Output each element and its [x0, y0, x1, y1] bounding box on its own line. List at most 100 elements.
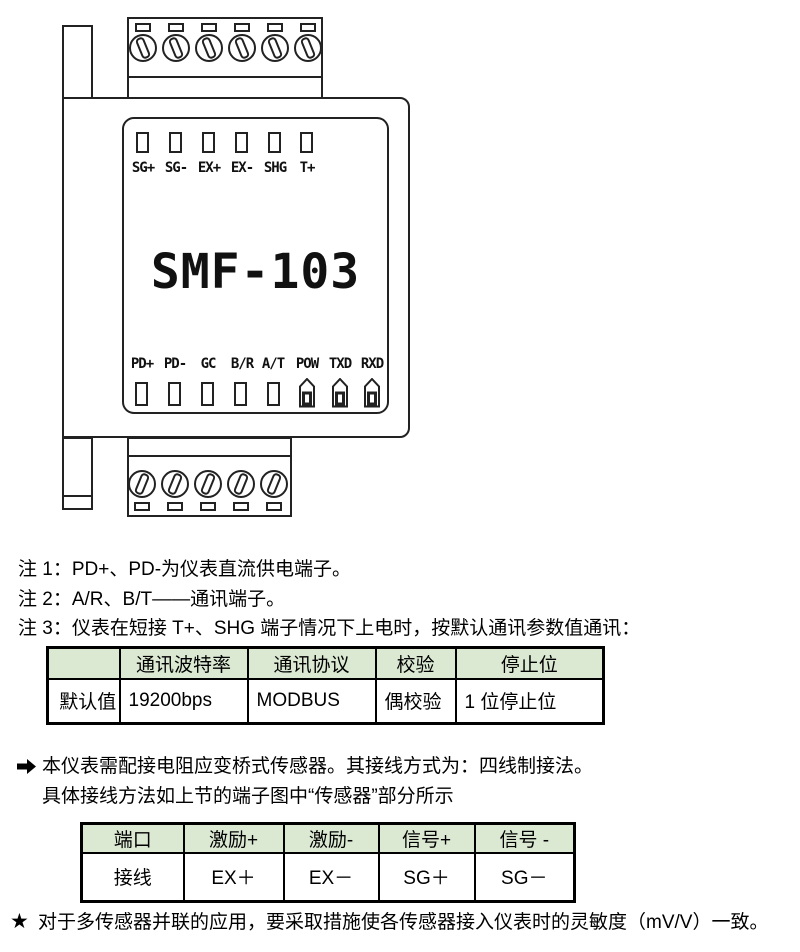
- top-terminal-block: [127, 17, 323, 99]
- wire-entry-slot: [201, 23, 217, 32]
- comm-value-stopbit: 1 位停止位: [454, 677, 605, 725]
- terminal-screw: [161, 470, 189, 498]
- terminal-label: SG-: [164, 160, 188, 176]
- comm-params-table: 通讯波特率 通讯协议 校验 停止位 默认值 19200bps MODBUS 偶校…: [46, 646, 605, 725]
- wire-entry-slot: [134, 502, 150, 511]
- terminal-screw: [129, 34, 157, 62]
- terminal-pad: [234, 382, 247, 406]
- device-panel: [122, 117, 389, 414]
- din-clip-divider: [63, 495, 92, 497]
- terminal-label: PD-: [163, 356, 187, 372]
- screw-slot: [200, 36, 218, 60]
- terminal-pad: [201, 382, 214, 406]
- screw-slot: [265, 472, 283, 496]
- wiring-header-port: 端口: [80, 822, 185, 854]
- wiring-value-sg-minus: SG－: [473, 852, 576, 902]
- comm-header-protocol: 通讯协议: [246, 646, 377, 680]
- note-line-1: 注 1：PD+、PD-为仪表直流供电端子。: [18, 559, 352, 580]
- terminal-pad: [267, 382, 280, 406]
- comm-table-header-row: 通讯波特率 通讯协议 校验 停止位: [46, 646, 605, 680]
- terminal-pad: [169, 132, 182, 153]
- wiring-header-excitation-plus: 激励+: [182, 822, 285, 854]
- comm-value-parity: 偶校验: [374, 677, 457, 725]
- wire-entry-slot: [266, 502, 282, 511]
- terminal-pad: [268, 132, 281, 153]
- wire-entry-slot: [167, 502, 183, 511]
- comm-header-stopbit: 停止位: [454, 646, 605, 680]
- wiring-value-sg-plus: SG＋: [377, 852, 476, 902]
- terminal-label: SHG: [263, 160, 287, 176]
- comm-value-protocol: MODBUS: [246, 677, 377, 725]
- comm-header-parity: 校验: [374, 646, 457, 680]
- terminal-label: RXD: [360, 356, 384, 372]
- comm-value-baudrate: 19200bps: [118, 677, 249, 725]
- din-clip-bottom: [62, 437, 93, 510]
- led-indicator-pow: [299, 378, 315, 408]
- sensor-wiring-table: 端口 激励+ 激励- 信号+ 信号 - 接线 EX＋ EX－ SG＋ SG－: [80, 822, 576, 903]
- terminal-screw: [260, 470, 288, 498]
- wiring-value-ex-minus: EX－: [282, 852, 380, 902]
- wiring-table-header-row: 端口 激励+ 激励- 信号+ 信号 -: [80, 822, 576, 854]
- arrow-bullet-icon: [17, 759, 36, 774]
- terminal-pad: [168, 382, 181, 406]
- terminal-screw: [227, 470, 255, 498]
- top-block-divider: [128, 76, 322, 78]
- star-note-line: 对于多传感器并联的应用，要采取措施使各传感器接入仪表时的灵敏度（mV/V）一致。: [38, 912, 769, 933]
- wire-entry-slot: [135, 23, 151, 32]
- wiring-table-data-row: 接线 EX＋ EX－ SG＋ SG－: [80, 852, 576, 902]
- bottom-block-divider: [128, 455, 291, 457]
- wiring-value-ex-plus: EX＋: [182, 852, 285, 902]
- screw-slot: [266, 36, 284, 60]
- wiring-header-signal-plus: 信号+: [377, 822, 476, 854]
- wire-entry-slot: [234, 23, 250, 32]
- terminal-label: POW: [295, 356, 319, 372]
- screw-slot: [167, 36, 185, 60]
- terminal-label: SG+: [131, 160, 155, 176]
- wire-entry-slot: [300, 23, 316, 32]
- screw-slot: [166, 472, 184, 496]
- screw-slot: [199, 472, 217, 496]
- terminal-label: A/T: [261, 356, 285, 372]
- bottom-terminal-block: [127, 437, 292, 517]
- led-indicator-rxd: [364, 378, 380, 408]
- wire-entry-slot: [233, 502, 249, 511]
- screw-slot: [233, 36, 251, 60]
- terminal-screw: [128, 470, 156, 498]
- wire-entry-slot: [267, 23, 283, 32]
- screw-slot: [133, 472, 151, 496]
- terminal-label: GC: [200, 356, 217, 372]
- terminal-label: T+: [299, 160, 316, 176]
- screw-slot: [134, 36, 152, 60]
- sensor-note-line-2: 具体接线方法如上节的端子图中“传感器”部分所示: [42, 786, 454, 807]
- wire-entry-slot: [200, 502, 216, 511]
- screw-slot: [299, 36, 317, 60]
- screw-slot: [232, 472, 250, 496]
- terminal-label: PD+: [130, 356, 154, 372]
- din-clip-top: [62, 25, 93, 99]
- model-label: SMF-103: [150, 244, 361, 300]
- note-line-3: 注 3：仪表在短接 T+、SHG 端子情况下上电时，按默认通讯参数值通讯：: [18, 618, 641, 639]
- comm-table-data-row: 默认值 19200bps MODBUS 偶校验 1 位停止位: [46, 677, 605, 725]
- terminal-pad: [300, 132, 313, 153]
- star-icon: ★: [10, 910, 29, 933]
- note-line-2: 注 2：A/R、B/T——通讯端子。: [18, 589, 286, 610]
- comm-header-blank: [46, 646, 121, 680]
- terminal-screw: [261, 34, 289, 62]
- terminal-label: EX+: [197, 160, 221, 176]
- sensor-note-line-1: 本仪表需配接电阻应变桥式传感器。其接线方式为：四线制接法。: [42, 756, 594, 777]
- terminal-screw: [162, 34, 190, 62]
- wiring-value-port: 接线: [80, 852, 185, 902]
- terminal-screw: [195, 34, 223, 62]
- comm-row-label: 默认值: [46, 677, 121, 725]
- terminal-screw: [228, 34, 256, 62]
- comm-header-baudrate: 通讯波特率: [118, 646, 249, 680]
- wiring-header-signal-minus: 信号 -: [473, 822, 576, 854]
- terminal-label: TXD: [328, 356, 352, 372]
- terminal-label: EX-: [230, 160, 254, 176]
- terminal-pad: [135, 382, 148, 406]
- wire-entry-slot: [168, 23, 184, 32]
- terminal-pad: [235, 132, 248, 153]
- terminal-screw: [194, 470, 222, 498]
- wiring-header-excitation-minus: 激励-: [282, 822, 380, 854]
